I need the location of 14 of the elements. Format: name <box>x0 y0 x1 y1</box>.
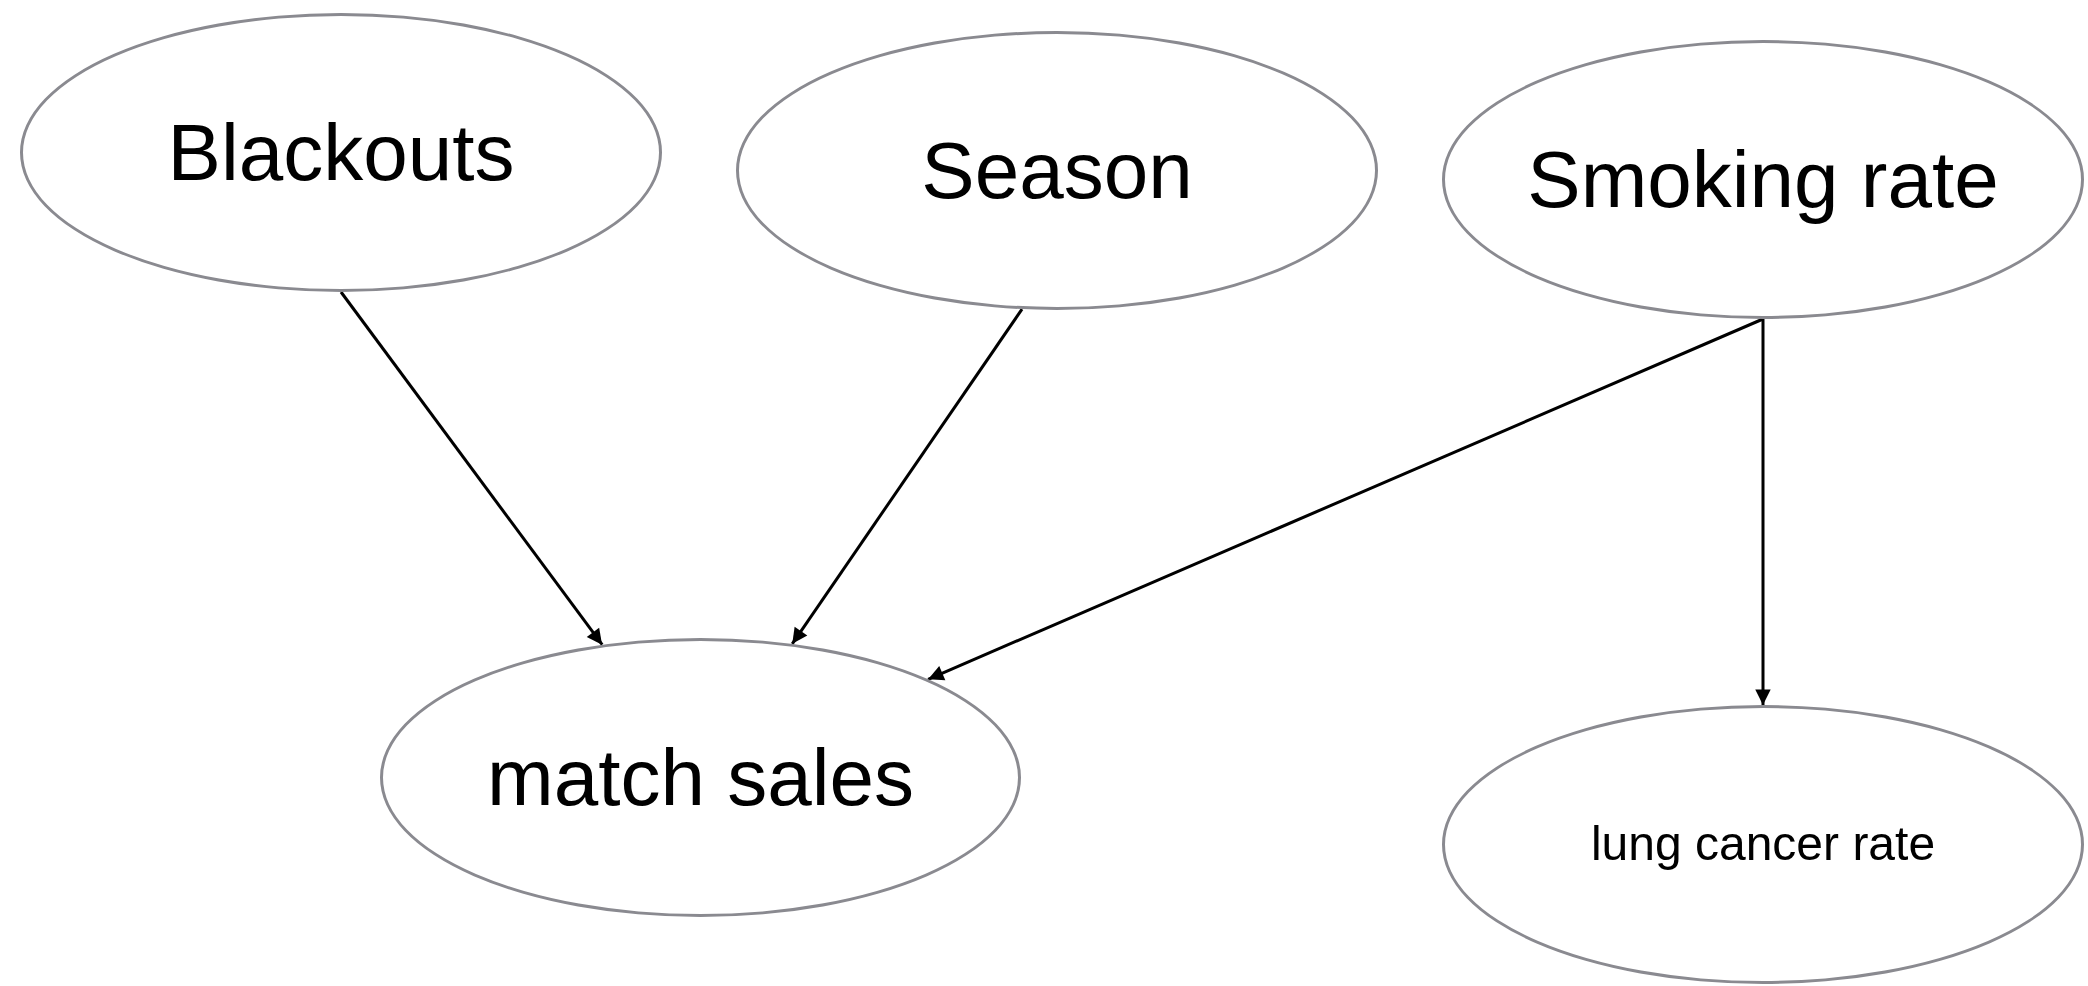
node-label: match sales <box>487 733 914 822</box>
node-label: lung cancer rate <box>1590 818 1936 871</box>
node-ellipse <box>736 31 1378 310</box>
node-label: Blackouts <box>167 108 515 197</box>
arrow <box>927 317 1764 681</box>
arrow <box>1755 319 1771 705</box>
node-ellipse <box>380 638 1021 917</box>
arrow <box>791 308 1024 645</box>
node-ellipse <box>20 13 662 292</box>
node-ellipse <box>1442 40 2084 319</box>
node-label: Season <box>921 126 1193 215</box>
node-ellipse <box>1442 705 2084 984</box>
arrow <box>339 291 604 646</box>
node-label: Smoking rate <box>1527 135 1999 224</box>
